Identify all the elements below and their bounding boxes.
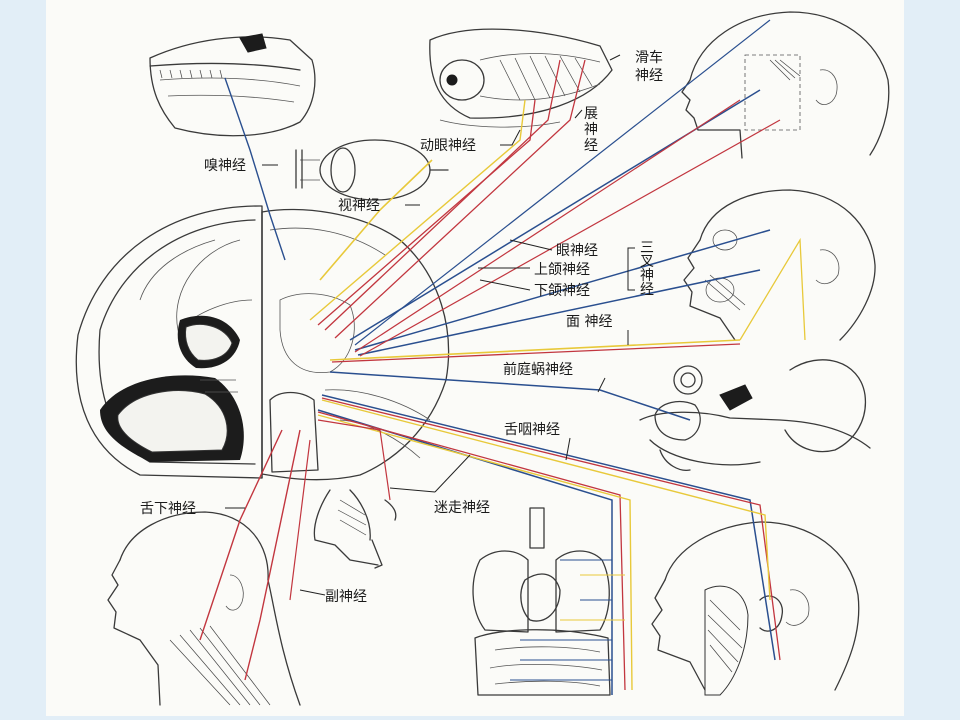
head-bottom-right-sketch: [651, 521, 860, 696]
glossopharyngeal-nerve-line: [321, 394, 776, 661]
eyeball-sketch: [295, 139, 449, 201]
viscera-sketch: [472, 507, 611, 696]
slide-frame-bottom: [0, 716, 960, 720]
mandibular-nerve-line: [357, 269, 761, 356]
label-oculomotor: 动眼神经: [420, 138, 476, 154]
label-facial: 面 神经: [566, 314, 612, 330]
orbit-muscles-sketch: [429, 28, 613, 128]
accessory-nerve-line: [244, 429, 301, 681]
label-trigeminal: 三叉神经: [640, 240, 654, 298]
label-vagus: 迷走神经: [434, 500, 490, 516]
label-olfactory: 嗅神经: [204, 158, 246, 174]
label-leader-lines: [225, 54, 635, 596]
vestibulocochlear-nerve-line: [329, 371, 691, 421]
slide-frame-right: [904, 0, 960, 720]
label-maxillary: 上颌神经: [534, 262, 590, 278]
inner-ear-sketch: [639, 359, 871, 471]
hypoglossal-nerve-line: [199, 429, 283, 641]
trochlear-nerve-line: [324, 59, 561, 331]
label-glossopharyngeal: 舌咽神经: [504, 422, 560, 438]
nerve-pathways: [199, 19, 806, 695]
vagus-nerve-line: [317, 409, 613, 695]
pharynx-sketch: [313, 489, 397, 569]
olfactory-nerve-line: [224, 77, 286, 261]
skull-brain-sketch: [75, 205, 263, 479]
slide-frame-left: [0, 0, 46, 720]
label-abducens: 展神经: [584, 106, 598, 154]
label-mandibular: 下颌神经: [534, 283, 590, 299]
nerve-labels: 嗅神经 视神经 动眼神经 滑车神经 展神经 眼神经 上颌神经 下颌神经 三叉神经…: [140, 49, 663, 605]
optic-nerve-line: [319, 159, 433, 281]
head-bottom-left-sketch: [107, 511, 301, 706]
label-vestibulocochlear: 前庭蜗神经: [503, 361, 573, 378]
label-ophthalmic: 眼神经: [556, 243, 598, 259]
label-trochlear: 滑车神经: [635, 49, 663, 84]
nasal-cavity-sketch: [149, 33, 316, 137]
label-hypoglossal: 舌下神经: [140, 501, 196, 517]
label-optic: 视神经: [338, 198, 380, 214]
label-accessory: 副神经: [325, 589, 367, 605]
abducens-nerve-line: [334, 59, 586, 339]
maxillary-nerve-line: [354, 229, 771, 351]
facial-nerve-line: [329, 339, 741, 361]
head-top-right-sketch: [681, 11, 890, 159]
head-middle-right-sketch: [683, 189, 876, 341]
oculomotor-nerve-line: [309, 99, 526, 321]
anatomy-sketches: [75, 11, 890, 706]
